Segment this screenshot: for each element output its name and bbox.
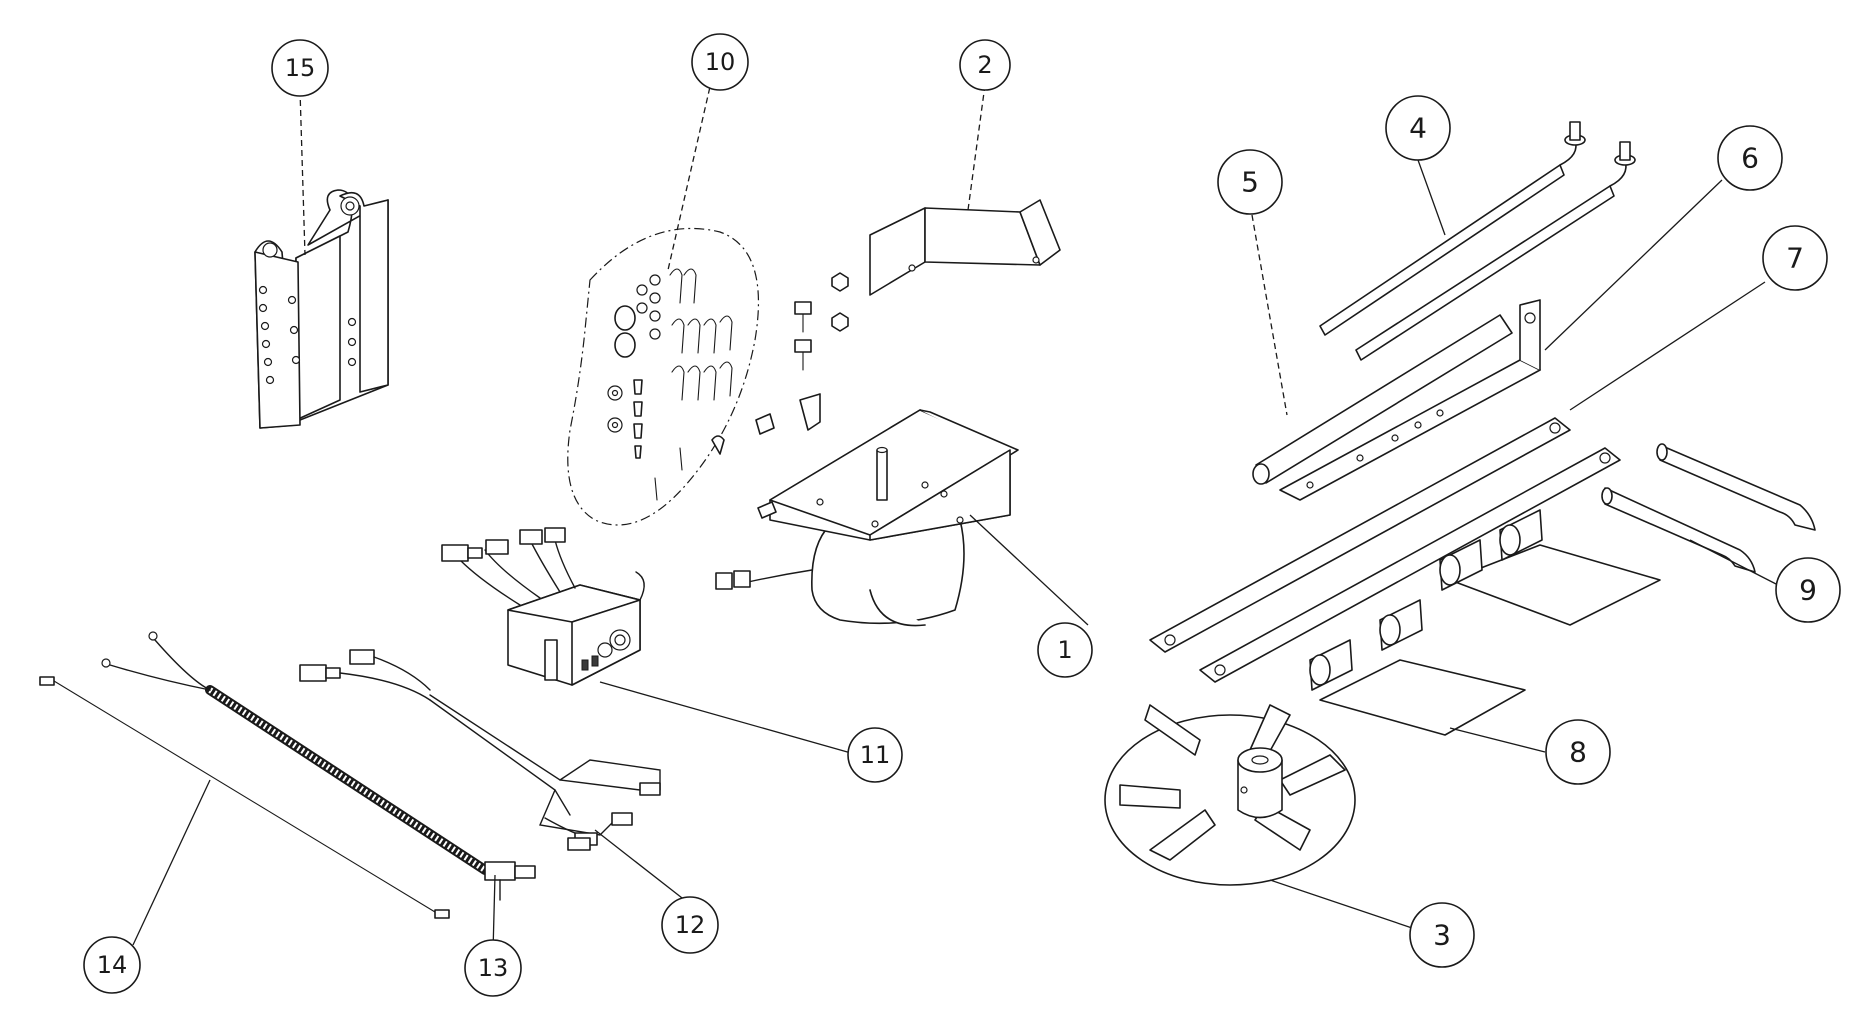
part-9-agitator-bars: [1601, 443, 1816, 573]
callout-14: 14: [83, 936, 141, 994]
callout-2-label: 2: [977, 51, 992, 79]
callout-6-label: 6: [1741, 142, 1759, 175]
leader-15: [299, 89, 306, 256]
callout-1: 1: [1037, 622, 1093, 678]
callout-12: 12: [661, 896, 719, 954]
callout-4-label: 4: [1409, 112, 1427, 145]
leader-7: [1569, 281, 1766, 411]
leader-3: [1269, 879, 1419, 931]
callout-13-label: 13: [478, 954, 509, 982]
callout-3-label: 3: [1433, 919, 1451, 952]
part-2-deflector: [869, 199, 1061, 296]
callout-5-label: 5: [1241, 166, 1259, 199]
leader-10: [667, 77, 713, 271]
part-4-hitch-pins: [1319, 121, 1636, 361]
callout-12-label: 12: [675, 911, 706, 939]
leader-1: [969, 514, 1089, 626]
part-1-motor-base: [715, 393, 1019, 627]
leader-lines: [132, 77, 1779, 953]
leader-13: [492, 874, 496, 953]
leader-9: [1689, 539, 1779, 586]
callout-1-label: 1: [1057, 636, 1072, 664]
leader-8: [1449, 727, 1546, 753]
part-8-paddles: [1309, 509, 1661, 736]
callout-2: 2: [959, 39, 1011, 91]
part-13-loom-harness: [101, 631, 591, 901]
callout-8-label: 8: [1569, 736, 1587, 769]
callout-6: 6: [1717, 125, 1783, 191]
callout-3: 3: [1409, 902, 1475, 968]
part-15-mount-bracket: [254, 189, 389, 429]
callout-7-label: 7: [1786, 242, 1804, 275]
part-12-wiring-harness: [299, 649, 661, 846]
callout-5: 5: [1217, 149, 1283, 215]
part-7-straps: [1149, 417, 1621, 683]
callout-7: 7: [1762, 225, 1828, 291]
leader-14: [132, 779, 211, 946]
leader-6: [1544, 179, 1723, 351]
callout-10-label: 10: [705, 48, 736, 76]
callout-10: 10: [691, 33, 749, 91]
leader-5: [1251, 214, 1288, 416]
part-14-sensor-wire: [39, 676, 450, 919]
leader-4: [1417, 159, 1446, 236]
callout-8: 8: [1545, 719, 1611, 785]
callout-15: 15: [271, 39, 329, 97]
callout-4: 4: [1385, 95, 1451, 161]
callout-14-label: 14: [97, 951, 128, 979]
part-5-rod: [1252, 314, 1513, 485]
callout-11: 11: [847, 727, 903, 783]
part-3-spinner-disc: [1104, 704, 1356, 886]
callout-9: 9: [1775, 557, 1841, 623]
leader-11: [599, 681, 859, 756]
part-6-bent-bracket: [1279, 299, 1541, 501]
callout-9-label: 9: [1799, 574, 1817, 607]
part-11-control-box: [441, 527, 645, 686]
leader-2: [967, 84, 986, 211]
part-10-hardware-kit: [567, 227, 849, 526]
callout-13: 13: [464, 939, 522, 997]
callout-15-label: 15: [285, 54, 316, 82]
callout-11-label: 11: [860, 741, 891, 769]
